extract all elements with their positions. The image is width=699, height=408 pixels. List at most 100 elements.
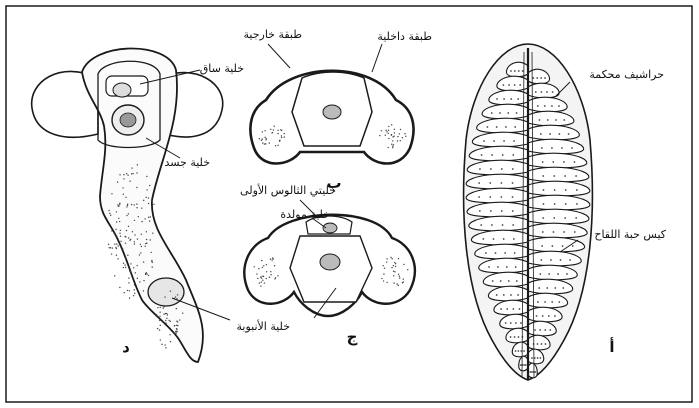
stipple-dot (132, 231, 133, 232)
pollen-sac-dot (560, 259, 562, 261)
stipple-dot (159, 311, 160, 312)
stipple-dot (394, 132, 395, 133)
pollen-sac-dot (534, 329, 536, 331)
label-tube-cell: خلية الأنبوبة (236, 319, 290, 333)
stipple-dot (270, 258, 271, 259)
label-pollen-sac: كيس حبة اللقاح (594, 228, 666, 241)
pollen-sac-dot (479, 168, 481, 170)
stipple-dot (177, 294, 178, 295)
stipple-dot (176, 325, 177, 326)
stipple-dot (273, 125, 274, 126)
pollen-sac-dot (549, 329, 551, 331)
stipple-dot (264, 282, 265, 283)
pollen-sac-dot (506, 308, 508, 310)
stipple-dot (403, 279, 404, 280)
stipple-dot (146, 176, 147, 177)
pollen-sac-dot (539, 273, 541, 275)
label-scales: حراشيف محكمة (589, 68, 664, 81)
stipple-dot (265, 139, 266, 140)
stipple-dot (115, 247, 116, 248)
stipple-dot (123, 267, 124, 268)
pollen-sac-dot (510, 322, 512, 324)
pollen-sac-dot (496, 294, 498, 296)
stipple-dot (152, 262, 153, 263)
stipple-dot (148, 197, 149, 198)
pollen-sac-dot (512, 210, 514, 212)
stipple-dot (379, 135, 380, 136)
stipple-dot (260, 286, 261, 287)
stipple-dot (386, 261, 387, 262)
pollen-sac-dot (553, 175, 555, 177)
stipple-dot (163, 313, 164, 314)
stipple-dot (109, 213, 110, 214)
stipple-dot (134, 241, 135, 242)
stipple-dot (263, 276, 264, 277)
pollen-sac-dot (510, 336, 512, 338)
stipple-dot (164, 344, 165, 345)
pollen-sac-dot (514, 252, 516, 254)
stipple-dot (269, 142, 270, 143)
stipple-dot (261, 276, 262, 277)
stipple-dot (137, 278, 138, 279)
pollen-sac-dot (564, 175, 566, 177)
stipple-dot (136, 203, 137, 204)
stipple-dot (116, 255, 117, 256)
pollen-sac-dot (568, 133, 570, 135)
pollen-sac-dot (547, 119, 549, 121)
stipple-dot (129, 239, 130, 240)
stipple-dot (395, 266, 396, 267)
stipple-dot (112, 247, 113, 248)
stipple-dot (133, 267, 134, 268)
stipple-dot (269, 277, 270, 278)
stipple-dot (381, 130, 382, 131)
stipple-dot (400, 140, 401, 141)
stipple-dot (176, 308, 177, 309)
stipple-dot (263, 265, 264, 266)
stipple-dot (116, 211, 117, 212)
stipple-dot (114, 275, 115, 276)
pollen-sac-dot (508, 84, 510, 86)
stipple-dot (125, 197, 126, 198)
stipple-dot (174, 333, 175, 334)
pollen-sac-dot (548, 315, 550, 317)
stipple-dot (393, 144, 394, 145)
pollen-sac-dot (500, 308, 502, 310)
pollen-sac-dot (510, 70, 512, 72)
stipple-dot (146, 189, 147, 190)
pollen-sac-dot (566, 273, 568, 275)
pollen-sac-dot (554, 203, 556, 205)
pollen-sac-dot (537, 301, 539, 303)
pollen-sac-dot (488, 266, 490, 268)
stipple-dot (136, 187, 137, 188)
pollen-sac-dot (507, 112, 509, 114)
pollen-sac-dot (554, 189, 556, 191)
stipple-dot (281, 135, 282, 136)
pollen-sac-dot (536, 315, 538, 317)
stipple-dot (110, 215, 111, 216)
stipple-dot (126, 215, 127, 216)
stipple-dot (125, 242, 126, 243)
label-inner-layer: طبقة داخلية (377, 30, 432, 43)
pollen-sac-dot (510, 98, 512, 100)
stipple-dot (116, 243, 117, 244)
letter-a: أ (609, 337, 614, 356)
pollen-sac-dot (563, 119, 565, 121)
stipple-dot (116, 221, 117, 222)
pollen-sac-dot (512, 168, 514, 170)
stipple-dot (284, 133, 285, 134)
stipple-dot (386, 282, 387, 283)
stipple-dot (141, 207, 142, 208)
pollen-sac-dot (553, 217, 555, 219)
stipple-dot (277, 133, 278, 134)
pollen-sac-dot (551, 147, 553, 149)
stipple-dot (159, 316, 160, 317)
pollen-sac-dot (531, 357, 533, 359)
pollen-sac-dot (555, 119, 557, 121)
stipple-dot (125, 257, 126, 258)
grain-c-nucleus (320, 254, 340, 270)
stipple-dot (128, 226, 129, 227)
stipple-dot (266, 271, 267, 272)
stipple-dot (266, 278, 267, 279)
stipple-dot (262, 267, 263, 268)
